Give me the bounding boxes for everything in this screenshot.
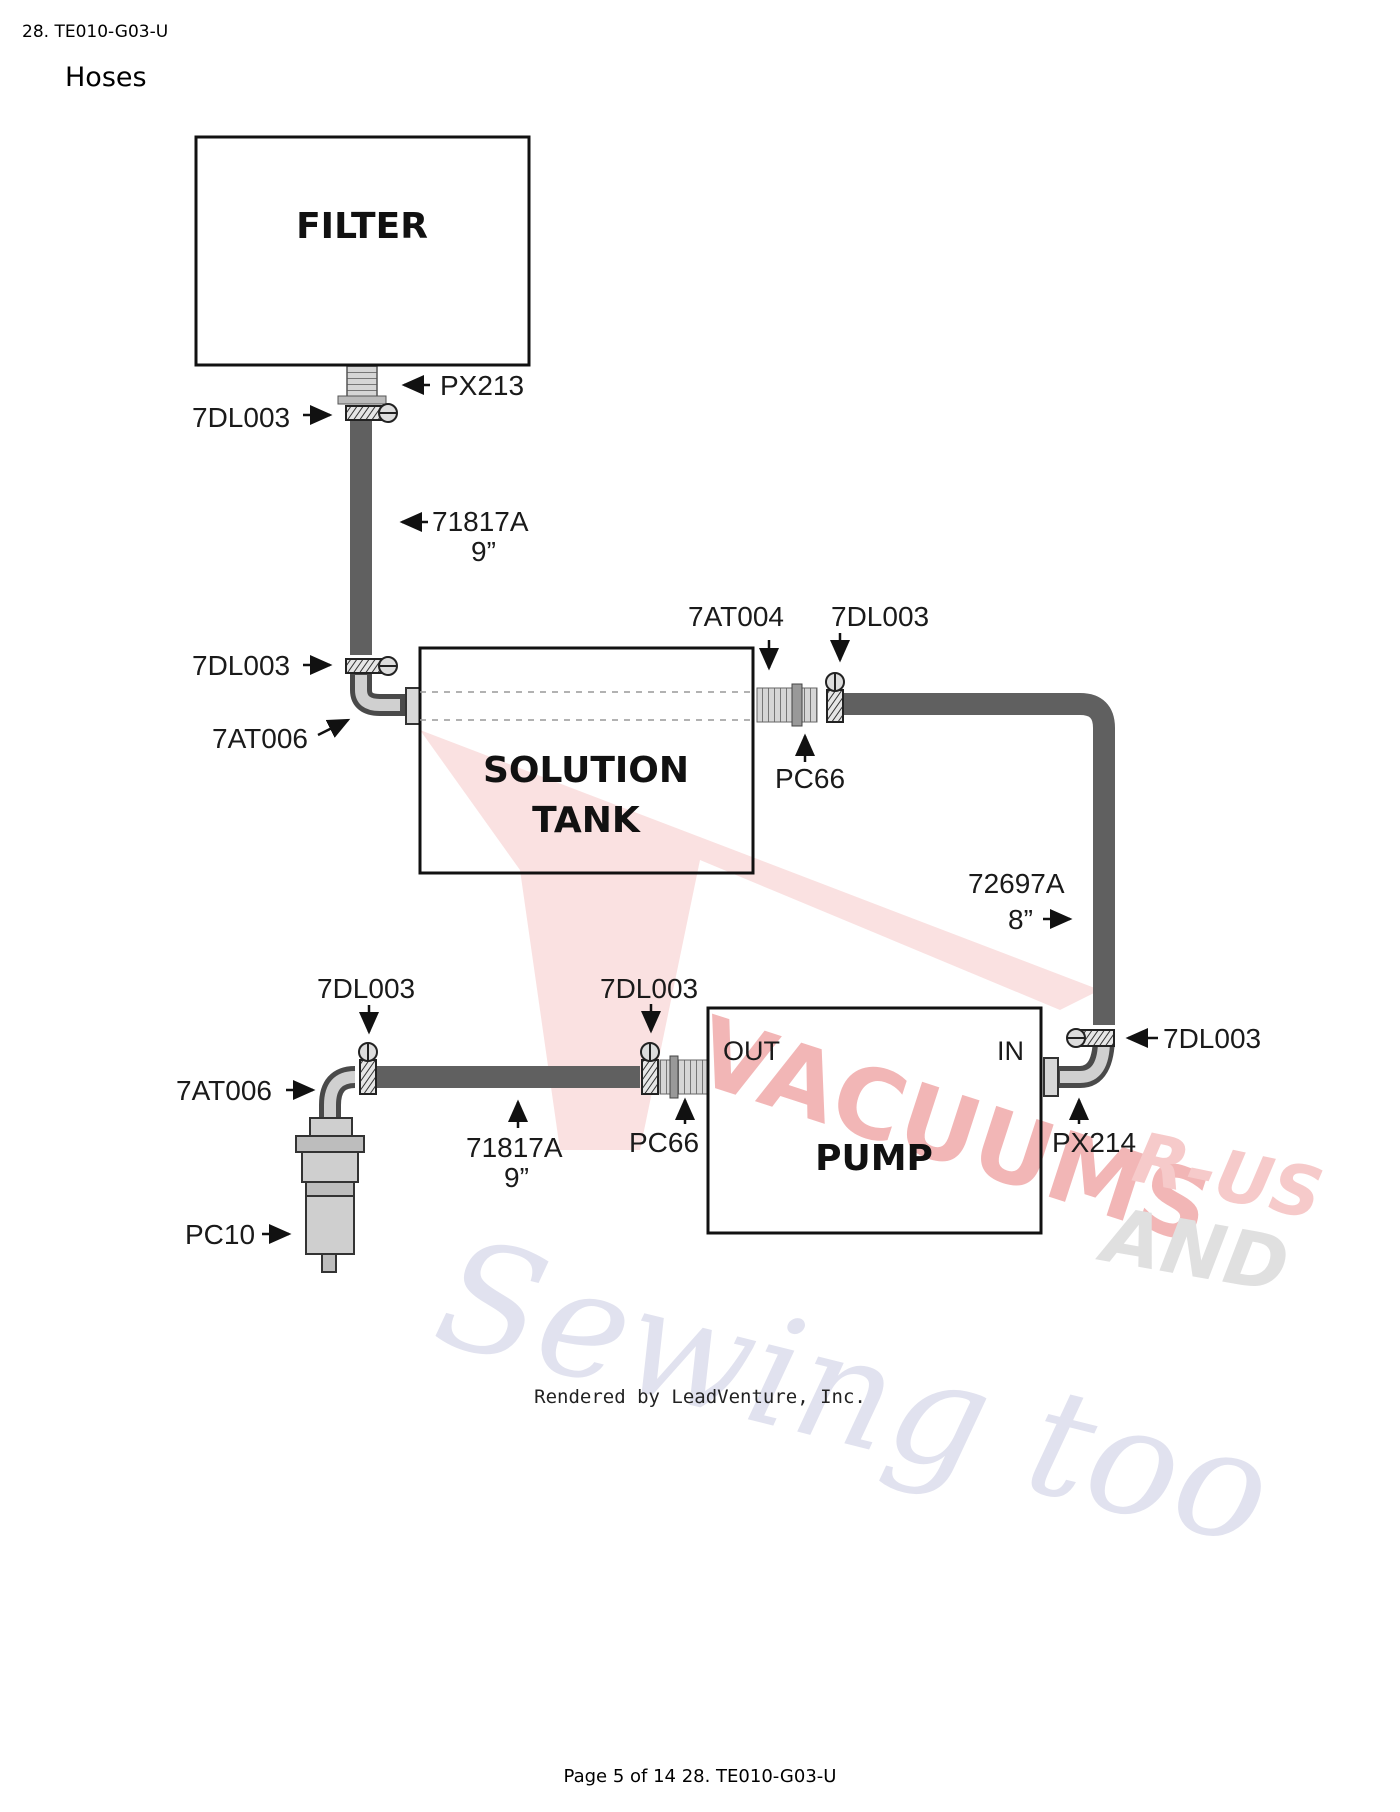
pc66-nut-pump: [669, 1055, 679, 1099]
label-clamp-filter: 7DL003: [192, 402, 290, 433]
clamp-pump-out: [640, 1042, 660, 1095]
px213-flange: [337, 395, 387, 405]
label-pc66-pump: PC66: [629, 1127, 699, 1158]
callout-arrows: [262, 375, 1158, 1244]
hoses: [350, 418, 1115, 1088]
label-hose-bottom: 71817A: [466, 1132, 563, 1163]
document-id: 28. TE010-G03-U: [22, 22, 169, 42]
label-hose-top-length: 9”: [471, 536, 496, 567]
label-clamp-pump-in: 7DL003: [1163, 1023, 1261, 1054]
label-hose-right-length: 8”: [1008, 904, 1033, 935]
filter-label: FILTER: [296, 206, 428, 247]
label-hose-top: 71817A: [432, 506, 529, 537]
watermark-v-shape: [420, 730, 1100, 1150]
pump-out-label: OUT: [723, 1036, 780, 1066]
label-elbow-left: 7AT006: [176, 1075, 272, 1106]
clamp-pump-in: [1066, 1028, 1115, 1048]
elbow-highlights: [324, 675, 1110, 1122]
pump-in-label: IN: [997, 1036, 1024, 1066]
label-hose-right: 72697A: [968, 868, 1065, 899]
pump-box: [706, 1006, 1043, 1235]
7at004-fitting: [756, 687, 818, 723]
filter-box: [194, 135, 531, 367]
part-labels: PX213 7DL003 71817A 9” 7DL003 7AT006 7AT…: [176, 370, 1261, 1250]
label-clamp-left-elbow: 7DL003: [317, 973, 415, 1004]
clamp-tank-left: [345, 656, 398, 676]
label-pc10: PC10: [185, 1219, 255, 1250]
page-footer: Page 5 of 14 28. TE010-G03-U: [563, 1766, 837, 1787]
hose-right: [830, 693, 1115, 1025]
tank-left-port: [405, 687, 421, 725]
arrow-elbow-tank: [317, 718, 351, 738]
label-7at004: 7AT004: [688, 601, 784, 632]
label-clamp-tank-right: 7DL003: [831, 601, 929, 632]
section-title: Hoses: [65, 62, 147, 93]
solution-tank-label-1: SOLUTION: [483, 750, 689, 791]
label-px213: PX213: [440, 370, 524, 401]
pump-label: PUMP: [815, 1138, 933, 1179]
label-clamp-tank-left: 7DL003: [192, 650, 290, 681]
clamps: [345, 403, 1115, 1095]
pc66-nut-tank: [791, 683, 803, 727]
label-clamp-pump-out: 7DL003: [600, 973, 698, 1004]
label-px214: PX214: [1052, 1127, 1136, 1158]
diagram-credit: Rendered by LeadVenture, Inc.: [534, 1386, 866, 1408]
pc66-fitting-pump: [659, 1059, 709, 1095]
solution-tank-label-2: TANK: [532, 800, 641, 841]
clamp-left-elbow: [358, 1042, 378, 1095]
clamp-tank-right: [825, 672, 845, 723]
px214-fitting: [1043, 1057, 1059, 1097]
label-hose-bottom-length: 9”: [504, 1162, 529, 1193]
clamp-filter: [345, 403, 398, 423]
label-elbow-tank: 7AT006: [212, 723, 308, 754]
pc10-fitting: [295, 1117, 365, 1273]
px213-fitting: [346, 363, 378, 401]
label-pc66-tank: PC66: [775, 763, 845, 794]
solution-tank-box: [418, 646, 755, 875]
